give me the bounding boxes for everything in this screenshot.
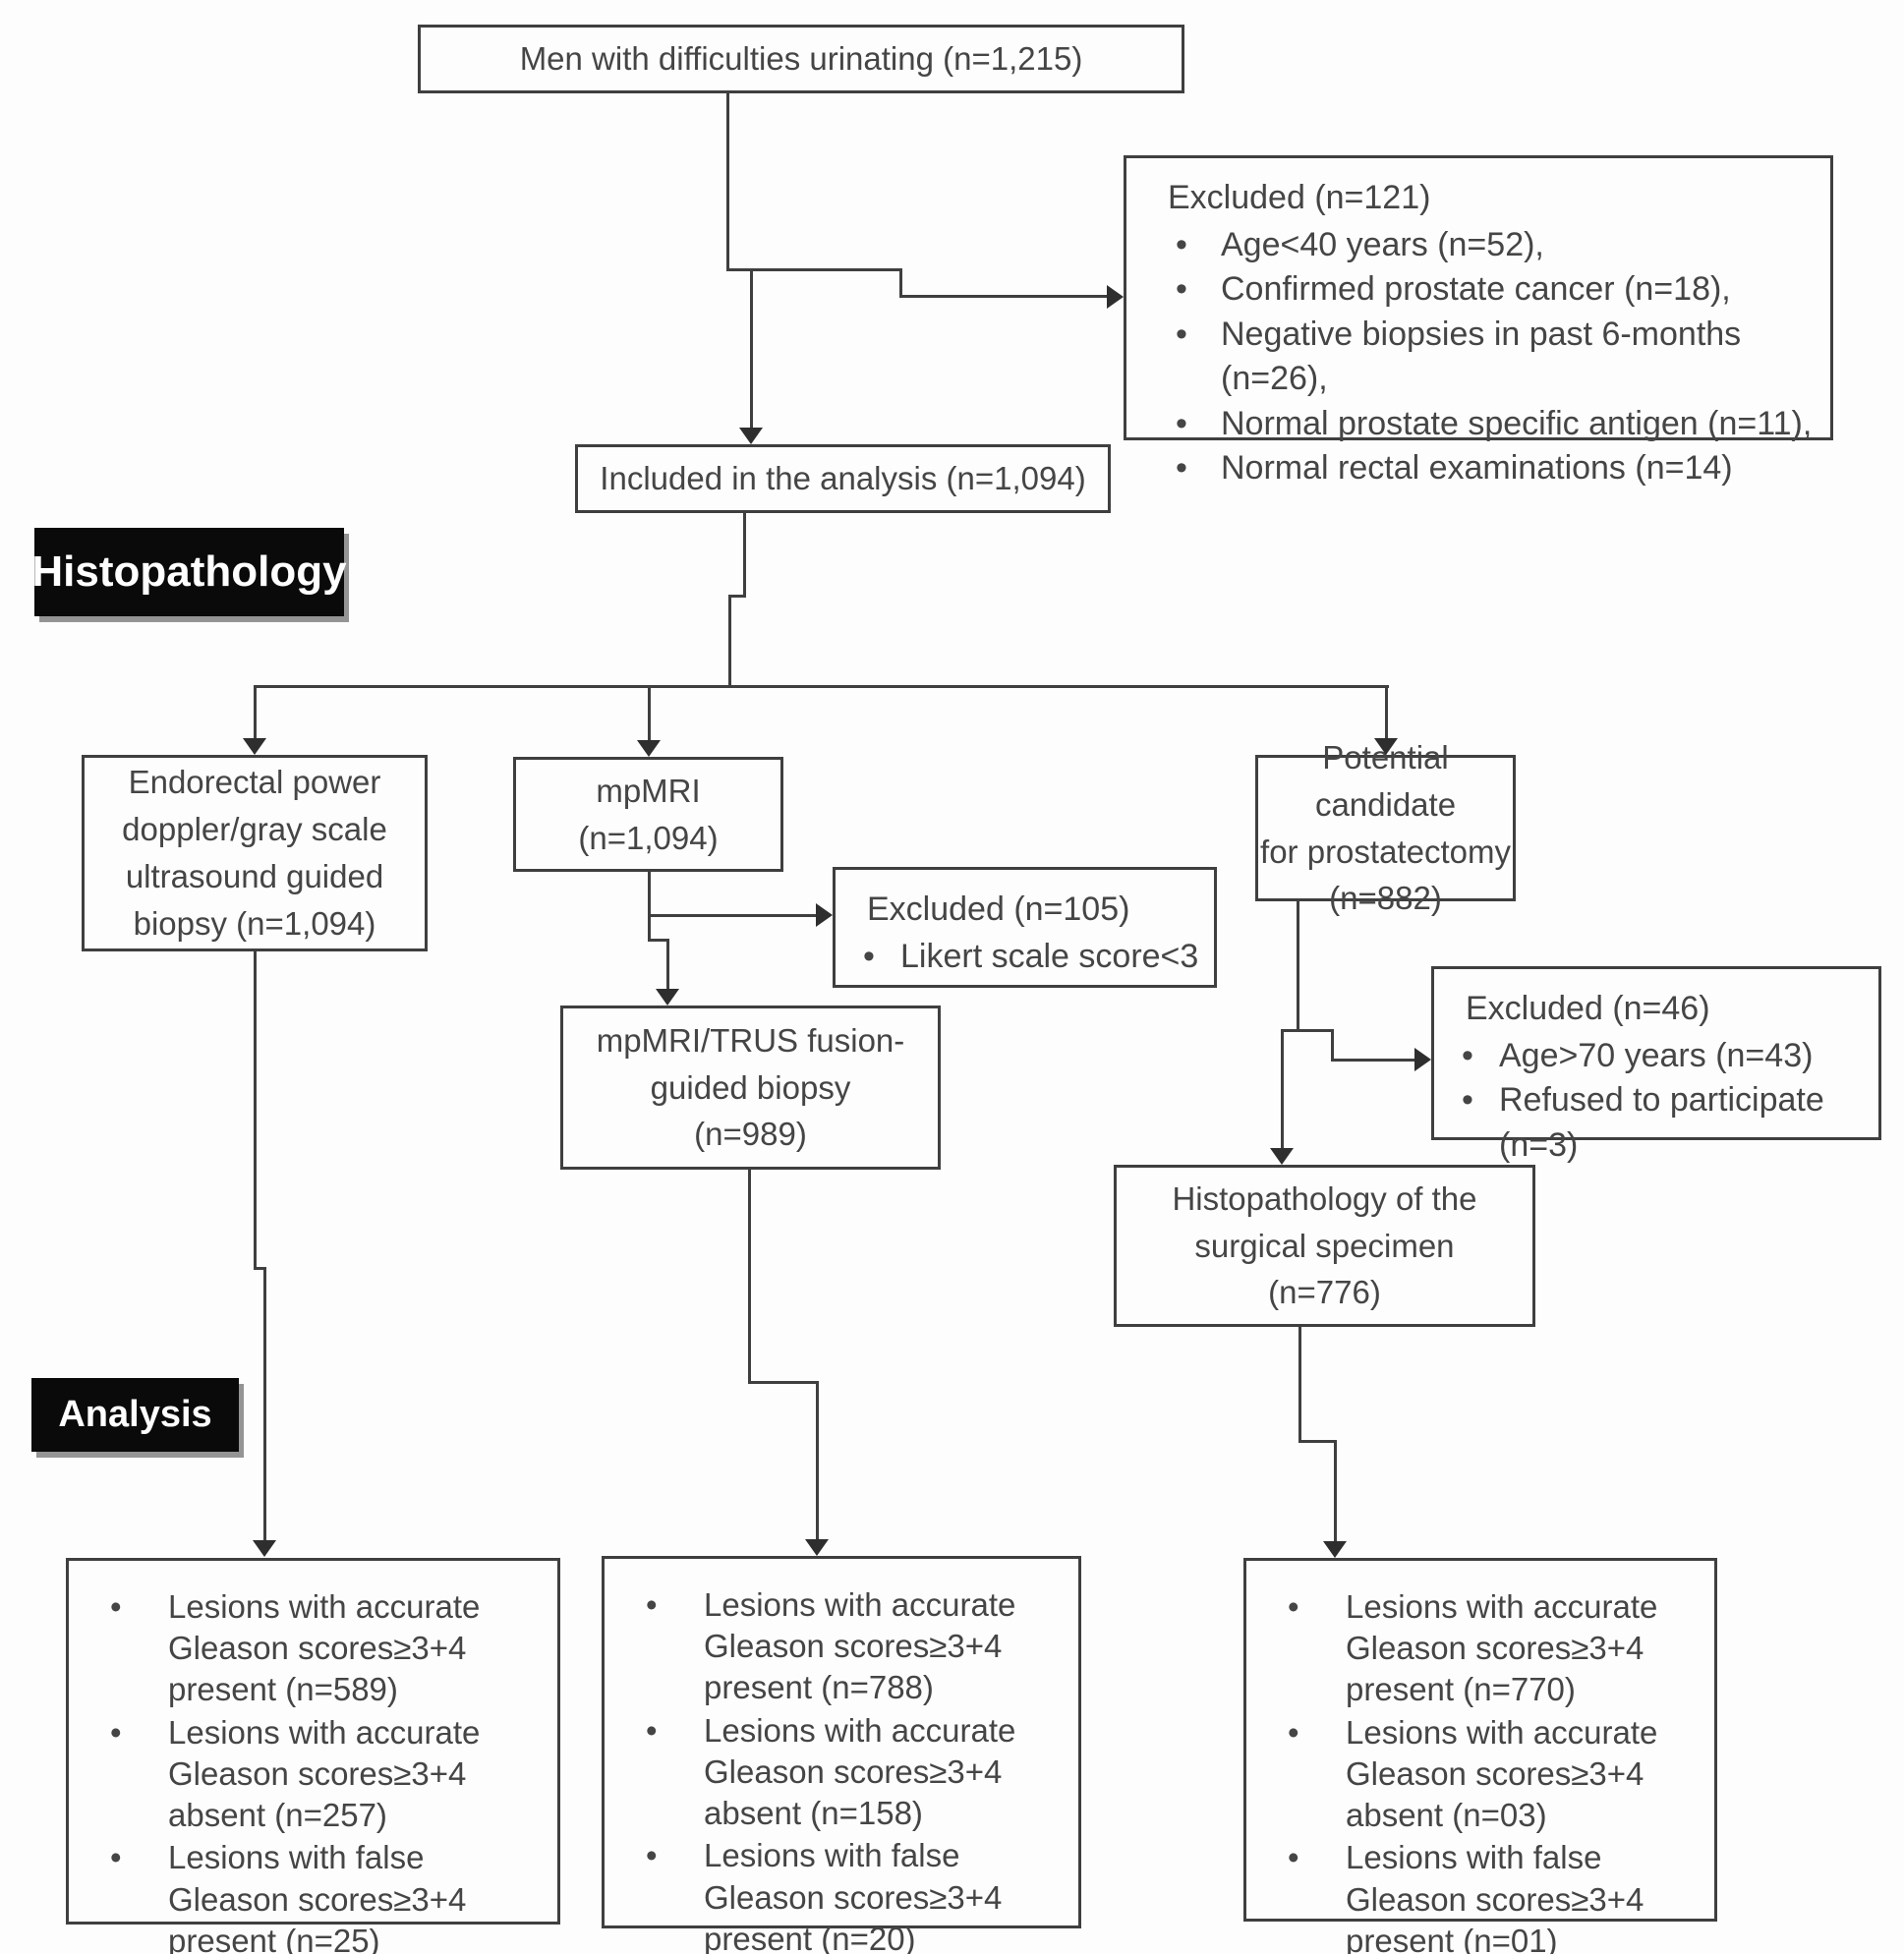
excluded-surgery-title: Excluded (n=46): [1466, 990, 1710, 1027]
connector-line: [1281, 1029, 1334, 1032]
connector-line: [1385, 685, 1388, 740]
arrowhead-down: [1323, 1541, 1347, 1558]
bullet-item: Age<40 years (n=52),: [1144, 223, 1817, 268]
bullet-item: Confirmed prostate cancer (n=18),: [1144, 267, 1817, 313]
arrowhead-right: [816, 903, 833, 927]
bullet-item: Normal prostate specific antigen (n=11),: [1144, 402, 1817, 447]
connector-line: [255, 685, 1389, 688]
bullet-item: Lesions with accurate Gleason scores≥3+4…: [75, 1586, 551, 1711]
arrowhead-down: [805, 1539, 829, 1556]
bullet-item: Lesions with accurate Gleason scores≥3+4…: [610, 1584, 1072, 1709]
bullet-item: Refused to participate (n=3): [1452, 1078, 1865, 1168]
node-included: Included in the analysis (n=1,094): [575, 444, 1111, 513]
connector-line: [743, 513, 746, 598]
connector-line: [816, 1381, 819, 1542]
bullet-item: Lesions with accurate Gleason scores≥3+4…: [1252, 1712, 1708, 1837]
section-label-histopathology: Histopathology: [31, 528, 347, 616]
bullet-item: Lesions with false Gleason scores≥3+4 pr…: [610, 1835, 1072, 1954]
connector-line: [254, 1267, 266, 1270]
analysis-fusion-list: Lesions with accurate Gleason scores≥3+4…: [610, 1584, 1072, 1954]
node-histopathology-specimen: Histopathology of the surgical specimen …: [1114, 1165, 1535, 1327]
arrowhead-down: [253, 1540, 276, 1557]
section-label-analysis: Analysis: [31, 1378, 239, 1452]
node-endorectal-biopsy: Endorectal power doppler/gray scale ultr…: [82, 755, 428, 951]
connector-line: [728, 595, 746, 598]
excluded-likert-title: Excluded (n=105): [867, 891, 1130, 928]
connector-line: [1298, 1327, 1301, 1443]
connector-line: [648, 939, 669, 942]
bullet-item: Lesions with false Gleason scores≥3+4 pr…: [75, 1837, 551, 1954]
connector-line: [1334, 1440, 1337, 1542]
bullet-item: Lesions with accurate Gleason scores≥3+4…: [1252, 1586, 1708, 1711]
connector-line: [753, 268, 902, 271]
connector-line: [726, 93, 729, 271]
connector-line: [1331, 1059, 1415, 1062]
connector-line: [726, 268, 753, 271]
bullet-item: Lesions with accurate Gleason scores≥3+4…: [610, 1710, 1072, 1835]
connector-line: [1331, 1029, 1334, 1062]
excluded-surgery-list: Age>70 years (n=43)Refused to participat…: [1452, 1034, 1865, 1169]
excluded-initial-list: Age<40 years (n=52),Confirmed prostate c…: [1144, 223, 1817, 491]
node-analysis-specimen: Lesions with accurate Gleason scores≥3+4…: [1243, 1558, 1717, 1954]
connector-line: [728, 595, 731, 688]
excluded-likert-list: Likert scale score<3: [853, 935, 1200, 980]
analysis-specimen-list: Lesions with accurate Gleason scores≥3+4…: [1252, 1586, 1708, 1954]
arrowhead-down: [1374, 738, 1398, 755]
connector-line: [666, 939, 669, 991]
arrowhead-down: [637, 740, 661, 757]
arrowhead-right: [1107, 285, 1124, 309]
node-excluded-initial: Excluded (n=121) Age<40 years (n=52),Con…: [1124, 155, 1833, 490]
bullet-item: Age>70 years (n=43): [1452, 1034, 1865, 1079]
connector-line: [1298, 1440, 1337, 1443]
arrowhead-down: [243, 738, 266, 755]
bullet-item: Negative biopsies in past 6-months (n=26…: [1144, 313, 1817, 402]
connector-line: [899, 268, 902, 298]
bullet-item: Lesions with false Gleason scores≥3+4 pr…: [1252, 1837, 1708, 1954]
node-mpmri: mpMRI (n=1,094): [513, 757, 783, 872]
arrowhead-down: [656, 989, 679, 1006]
bullet-item: Normal rectal examinations (n=14): [1144, 446, 1817, 491]
connector-line: [650, 914, 817, 917]
connector-line: [748, 1381, 819, 1384]
connector-line: [750, 268, 753, 429]
connector-line: [1297, 901, 1299, 1032]
node-excluded-surgery: Excluded (n=46) Age>70 years (n=43)Refus…: [1431, 966, 1881, 1164]
node-analysis-endorectal: Lesions with accurate Gleason scores≥3+4…: [66, 1558, 560, 1954]
node-fusion-biopsy: mpMRI/TRUS fusion- guided biopsy (n=989): [560, 1006, 941, 1170]
analysis-endorectal-list: Lesions with accurate Gleason scores≥3+4…: [75, 1586, 551, 1954]
arrowhead-right: [1414, 1048, 1431, 1071]
connector-line: [1281, 1029, 1284, 1150]
excluded-initial-title: Excluded (n=121): [1168, 179, 1431, 216]
node-analysis-fusion: Lesions with accurate Gleason scores≥3+4…: [602, 1556, 1081, 1954]
connector-line: [263, 1267, 266, 1542]
bullet-item: Lesions with accurate Gleason scores≥3+4…: [75, 1712, 551, 1837]
connector-line: [648, 872, 651, 942]
node-enrollment: Men with difficulties urinating (n=1,215…: [418, 25, 1184, 93]
connector-line: [254, 951, 257, 1270]
connector-line: [254, 685, 257, 740]
connector-line: [748, 1170, 751, 1384]
node-potential-prostatectomy: Potential candidate for prostatectomy (n…: [1255, 739, 1516, 916]
node-excluded-likert: Excluded (n=105) Likert scale score<3: [833, 867, 1217, 988]
connector-line: [648, 685, 651, 742]
connector-line: [899, 295, 1107, 298]
bullet-item: Likert scale score<3: [853, 935, 1200, 980]
arrowhead-down: [1270, 1148, 1294, 1165]
arrowhead-down: [739, 428, 763, 444]
